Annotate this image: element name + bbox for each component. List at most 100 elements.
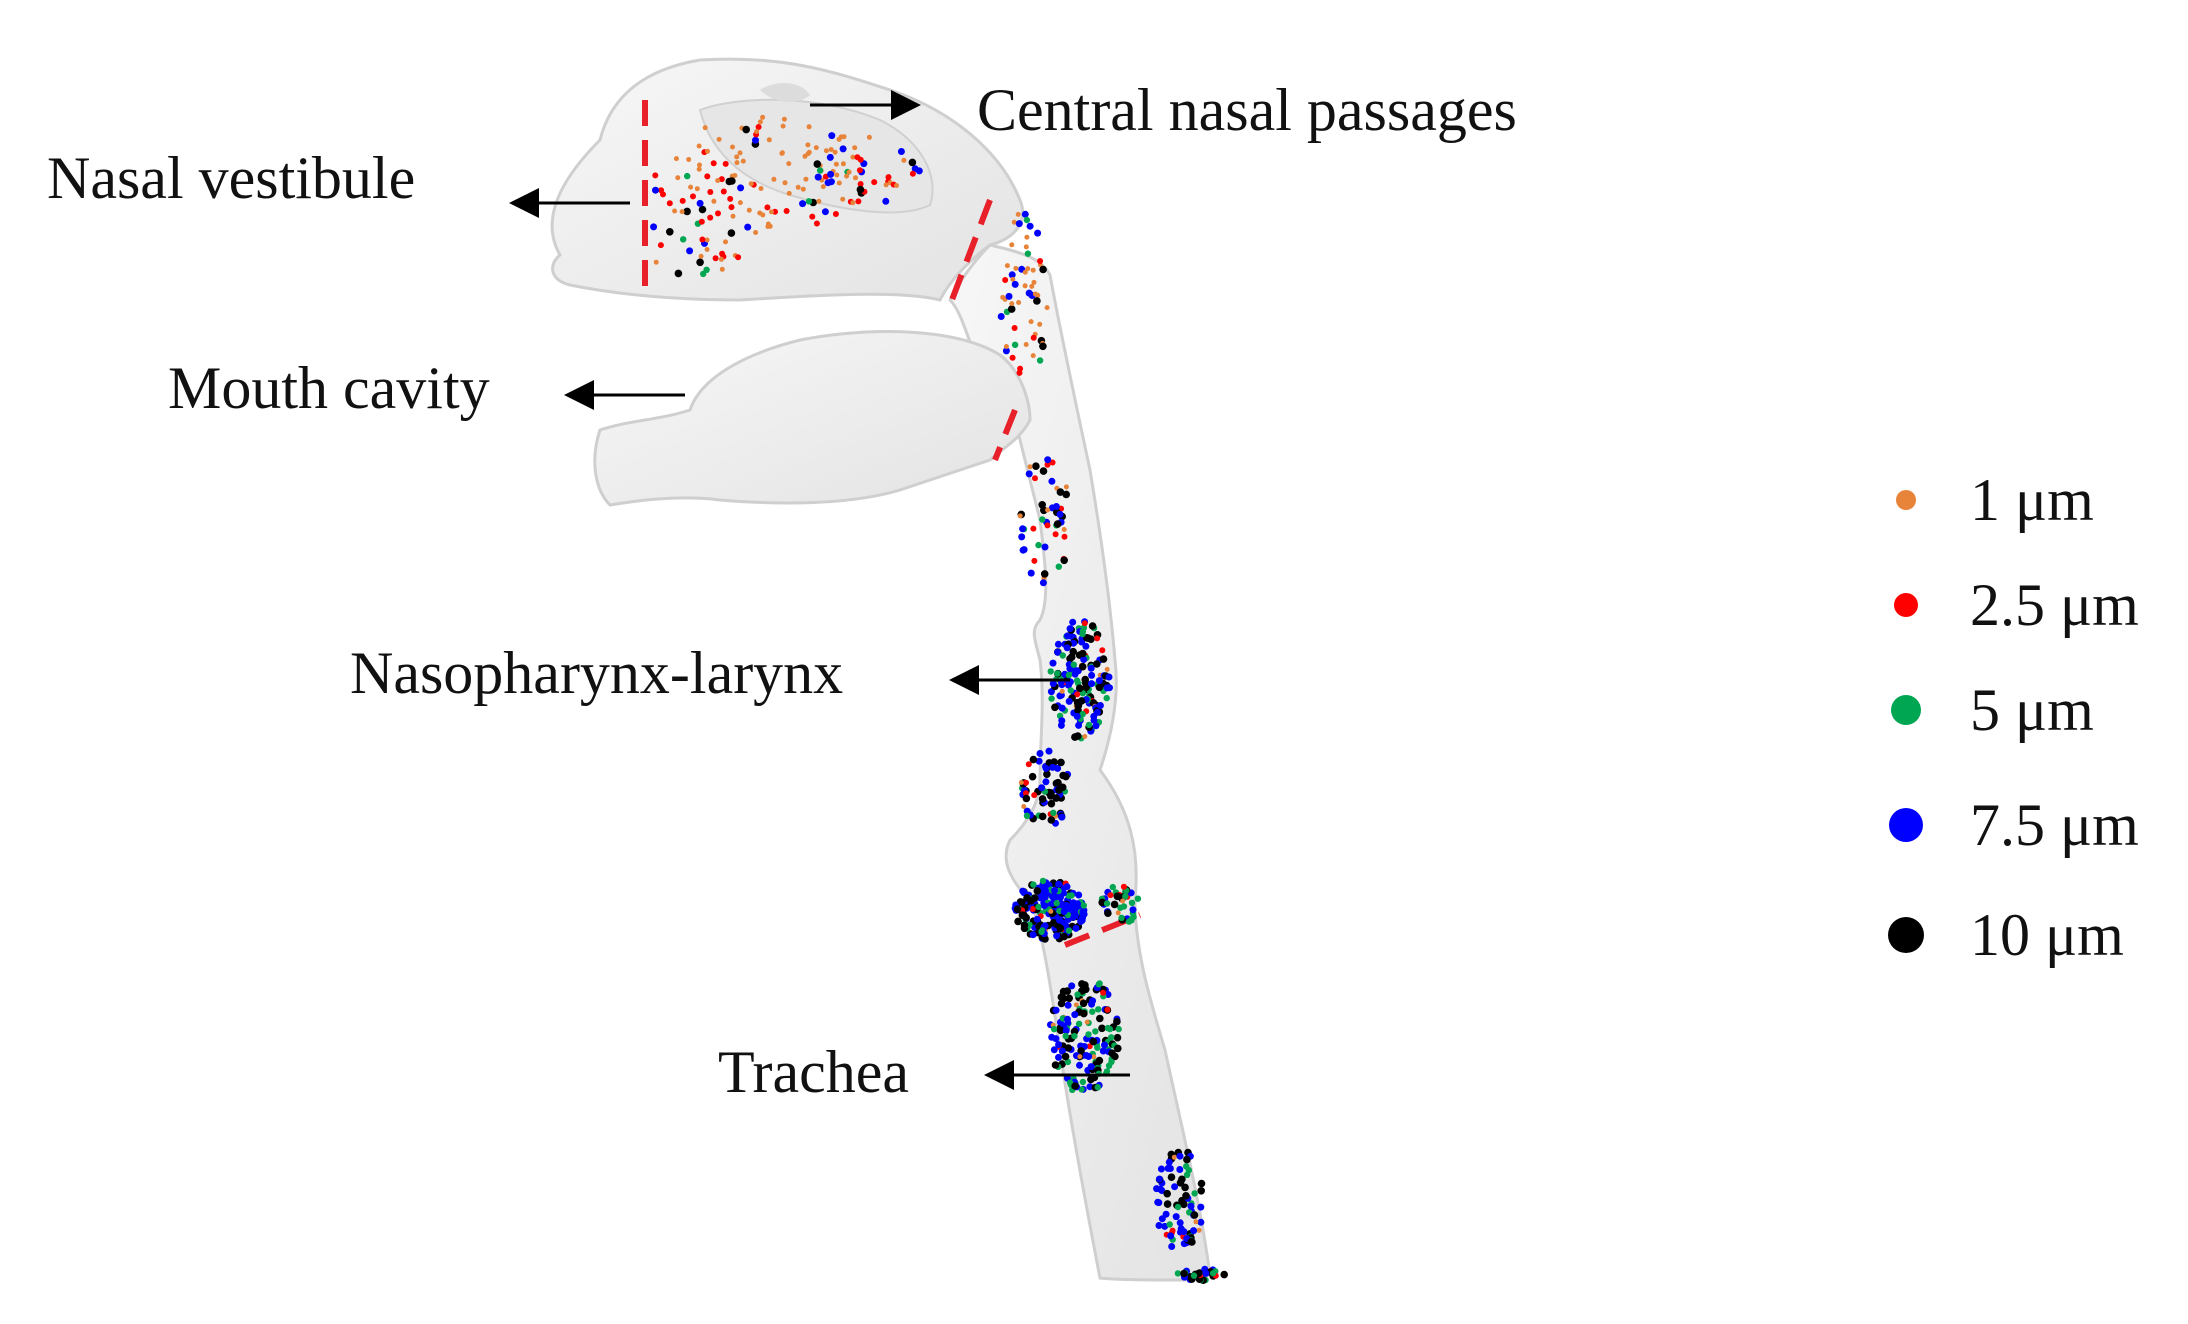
particle-dot (766, 137, 772, 143)
particle-dot (1052, 794, 1060, 802)
particle-dot (1026, 222, 1034, 230)
particle-dot (1041, 543, 1049, 551)
particle-dot (1049, 459, 1056, 466)
particle-dot (832, 149, 838, 155)
particle-dot (1125, 918, 1133, 925)
particle-dot (1171, 1154, 1177, 1160)
particle-dot (1220, 1270, 1228, 1279)
particle-dot (1099, 647, 1106, 654)
particle-dot (1054, 640, 1062, 648)
particle-dot (1093, 660, 1101, 668)
particle-dot (1071, 1011, 1079, 1019)
particle-dot (1011, 341, 1019, 348)
particle-dot (1038, 784, 1046, 792)
particle-dot (698, 218, 705, 225)
particle-dot (1057, 893, 1064, 901)
particle-dot (779, 150, 785, 156)
particle-dot (1059, 688, 1065, 694)
particle-dot (1058, 1047, 1066, 1055)
particle-dot (997, 313, 1005, 320)
particle-dot (1051, 1061, 1060, 1069)
particle-dot (728, 177, 736, 185)
particle-dot (1115, 1025, 1122, 1033)
particle-dot (1067, 687, 1075, 694)
particle-dot (1187, 1238, 1196, 1246)
particle-dot (703, 266, 710, 273)
particle-dot (1044, 461, 1051, 468)
particle-dot (827, 170, 835, 178)
particle-dot (728, 204, 735, 211)
particle-dot (1163, 1200, 1172, 1208)
particle-dot (1197, 1187, 1205, 1195)
particle-dot (1025, 761, 1032, 768)
particle-dot (1048, 695, 1055, 702)
particle-dot (1017, 365, 1024, 372)
particle-dot (828, 147, 834, 152)
particle-dot (1031, 792, 1038, 799)
particle-dot (897, 148, 905, 155)
particle-dot (746, 207, 752, 213)
particle-dot (722, 160, 729, 167)
particle-dot (757, 119, 763, 125)
particle-dot (1077, 1054, 1083, 1060)
legend-dot (1891, 695, 1921, 725)
legend-label: 1 μm (1970, 467, 2094, 533)
particle-dot (1023, 779, 1029, 786)
particle-dot (758, 186, 764, 191)
particle-dot (730, 144, 735, 150)
particle-dot (1017, 898, 1026, 907)
particle-dot (1054, 778, 1062, 787)
particle-dot (769, 209, 774, 215)
particle-dot (1103, 694, 1110, 702)
particle-dot (1095, 981, 1103, 988)
particle-dot (702, 125, 708, 131)
particle-dot (856, 185, 865, 194)
particle-dot (1018, 911, 1027, 919)
particle-dot (1048, 477, 1056, 485)
particle-dot (1094, 635, 1101, 642)
particle-dot (1191, 1190, 1198, 1197)
particle-dot (1035, 903, 1042, 911)
particle-dot (1029, 931, 1037, 939)
particle-dot (1025, 266, 1031, 272)
particle-dot (1079, 999, 1088, 1008)
particle-dot (908, 158, 917, 167)
particle-dot (660, 191, 666, 198)
particle-dot (806, 124, 812, 130)
particle-dot (719, 266, 725, 272)
particle-dot (1109, 883, 1117, 891)
particle-dot (1030, 334, 1037, 341)
particle-dot (850, 154, 856, 160)
particle-dot (1030, 881, 1037, 888)
particle-dot (757, 210, 763, 216)
particle-dot (711, 198, 717, 204)
particle-dot (1039, 467, 1048, 475)
particle-dot (1099, 1047, 1107, 1055)
particle-dot (1004, 263, 1010, 269)
particle-dot (1059, 987, 1068, 996)
legend-dot (1889, 808, 1923, 842)
particle-dot (690, 193, 696, 200)
particle-dot (1027, 569, 1035, 577)
particle-dot (1039, 342, 1047, 351)
particle-dot (1011, 280, 1019, 288)
particle-dot (1079, 710, 1086, 718)
particle-dot (1027, 464, 1033, 470)
particle-dot (1009, 242, 1015, 248)
particle-dot (715, 178, 721, 183)
particle-dot (1047, 688, 1055, 696)
particle-dot (1069, 618, 1077, 626)
particle-dot (727, 195, 734, 202)
particle-dot (1065, 661, 1073, 669)
particle-dot (1107, 892, 1114, 899)
particle-dot (1087, 664, 1095, 672)
particle-dot (735, 254, 742, 261)
particle-dot (1017, 513, 1023, 519)
particle-dot (744, 223, 752, 231)
particle-dot (1129, 906, 1137, 914)
particle-dot (1082, 683, 1091, 692)
particle-dot (1115, 910, 1121, 916)
particle-dot (1114, 1044, 1122, 1053)
particle-dot (1122, 893, 1129, 900)
